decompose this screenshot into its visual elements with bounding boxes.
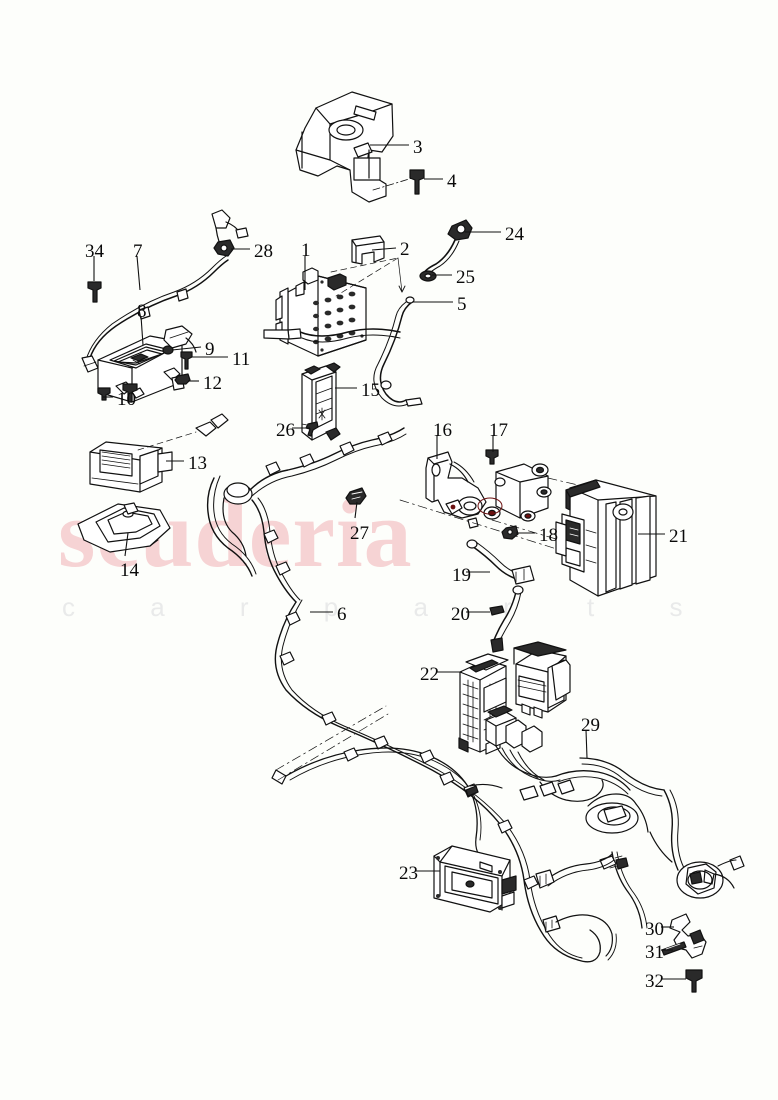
callout-4: 4 [447, 171, 457, 192]
callout-9: 9 [205, 339, 215, 360]
callout-31: 31 [645, 942, 664, 963]
callout-20: 20 [451, 604, 470, 625]
part-23-engine-control-unit [433, 845, 517, 913]
callout-16: 16 [433, 420, 452, 441]
part-7-sensor-lead-cable [81, 209, 249, 373]
part-28-cable-retainer-clip [213, 239, 235, 257]
callout-27: 27 [350, 523, 369, 544]
callout-22: 22 [420, 664, 439, 685]
callout-5: 5 [457, 294, 467, 315]
part-17-bolt-bracket [485, 449, 499, 465]
part-34-screw-top [87, 281, 102, 303]
callout-6: 6 [337, 604, 347, 625]
callout-25: 25 [456, 267, 475, 288]
part-20-ground-strap [489, 585, 524, 653]
part-18-nut-small [501, 525, 519, 540]
callout-15: 15 [361, 380, 380, 401]
callout-32: 32 [645, 971, 664, 992]
part-21-control-unit-large [555, 479, 657, 597]
part-6-main-wiring-harness [206, 427, 601, 963]
callout-17: 17 [489, 420, 508, 441]
callout-30: 30 [645, 919, 664, 940]
part-16-support-bracket [425, 451, 487, 529]
part-25-washer [419, 270, 437, 282]
callout-19: 19 [452, 565, 471, 586]
part-32-mounting-bolt [685, 969, 703, 993]
callout-7: 7 [133, 241, 143, 262]
callout-1: 1 [301, 240, 311, 261]
callout-26: 26 [276, 420, 295, 441]
callout-29: 29 [581, 715, 600, 736]
callout-10: 10 [117, 389, 136, 410]
part-31-rivet-pin [661, 941, 687, 956]
callout-34: 34 [85, 241, 104, 262]
part-8-sensor-housing-bracket [97, 325, 197, 403]
part-29-engine-compartment-harness [465, 705, 745, 961]
part-5-ground-cable [263, 296, 423, 407]
part-4-hex-bolt [409, 169, 425, 195]
callout-23: 23 [399, 863, 418, 884]
part-3-mounting-bracket-plate [295, 91, 420, 203]
part-19-connector-lead [466, 539, 535, 585]
callout-8: 8 [137, 301, 147, 322]
callout-28: 28 [254, 241, 273, 262]
callout-14: 14 [120, 560, 139, 581]
part-2-protective-cap [351, 235, 385, 265]
callout-24: 24 [505, 224, 524, 245]
part-10-screw-lower [97, 383, 138, 403]
part-13-electronic-control-module-right [513, 641, 571, 719]
part-14-module-mounting-plate [77, 502, 171, 553]
part-27-cable-clip [345, 487, 367, 505]
part-15-relay-carrier [301, 362, 341, 441]
callout-12: 12 [203, 373, 222, 394]
part-12-nut [174, 373, 191, 385]
callout-21: 21 [669, 526, 688, 547]
part-16b-mid-plate [399, 463, 609, 561]
callout-2: 2 [400, 239, 410, 260]
callout-13: 13 [188, 453, 207, 474]
part-13-electronic-control-module-left [89, 413, 229, 493]
callout-11: 11 [232, 349, 251, 370]
part-11-screw-upper [180, 351, 193, 370]
part-9-grommet [162, 345, 174, 355]
callout-3: 3 [413, 137, 423, 158]
callout-18: 18 [539, 525, 558, 546]
part-1-abs-hydraulic-control-unit [275, 257, 406, 357]
